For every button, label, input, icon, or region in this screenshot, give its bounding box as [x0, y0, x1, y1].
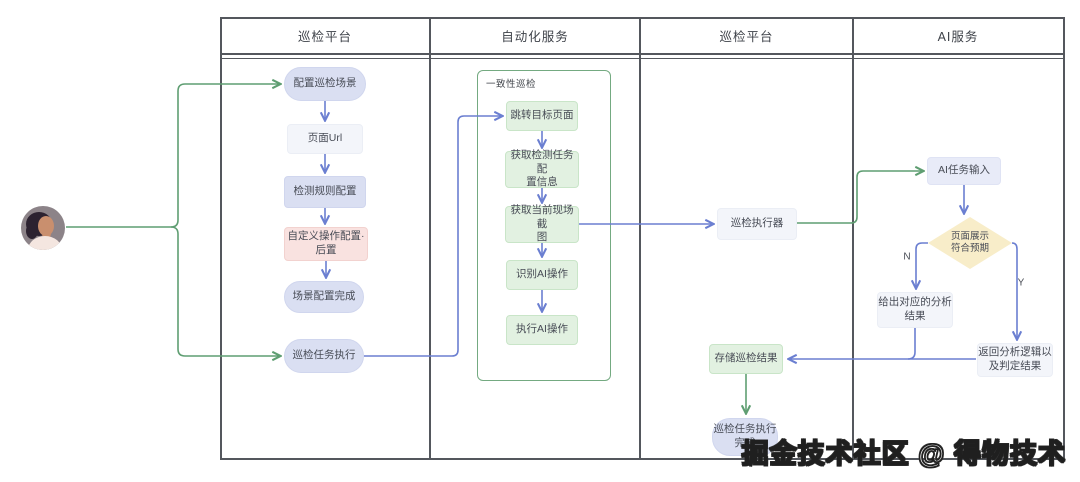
node-label: 后置 [315, 244, 337, 256]
table-border-bottom [220, 458, 1065, 460]
branch-label-n: N [903, 251, 911, 263]
consistency-group-label: 一致性巡检 [486, 79, 537, 90]
node-ai-input: AI任务输入 [927, 157, 1001, 185]
lane-header-1: 自动化服务 [501, 30, 569, 44]
edge-user-to-task-exec [170, 226, 280, 356]
edge-check-expect-to-analysis-result [916, 242, 928, 288]
lane-divider [639, 17, 641, 460]
edge-check-expect-to-return-logic [1012, 242, 1017, 339]
node-label: 图 [536, 231, 548, 244]
node-store-result: 存储巡检结果 [709, 344, 783, 374]
node-cfg-scene: 配置巡检场景 [284, 67, 366, 101]
node-label: 返回分析逻辑以 [978, 346, 1052, 359]
node-task-done: 巡检任务执行完成 [712, 418, 778, 456]
node-analysis-result: 给出对应的分析结果 [877, 292, 953, 328]
node-label: 巡检任务执行 [713, 423, 777, 436]
node-get-screenshot: 获取当前现场截图 [505, 204, 579, 244]
node-label: 场景配置完成 [292, 290, 356, 303]
lane-header-2: 巡检平台 [719, 30, 774, 44]
node-label: 配置巡检场景 [293, 77, 357, 90]
node-label: 获取检测任务配 [510, 149, 574, 175]
node-task-exec: 巡检任务执行 [284, 339, 364, 373]
table-border-right [1063, 17, 1065, 460]
branch-label-y: Y [1017, 277, 1025, 289]
table-border-left [220, 17, 222, 460]
node-label: 结果 [904, 310, 926, 322]
edge-analysis-result-to-merge [907, 328, 916, 360]
node-label: 检测规则配置 [293, 185, 357, 198]
user-avatar-icon [21, 206, 65, 250]
node-label: 巡检任务执行 [292, 349, 356, 362]
node-label: 置信息 [526, 176, 558, 189]
node-get-task-cfg: 获取检测任务配置信息 [505, 149, 579, 189]
node-exec-ai: 执行AI操作 [506, 315, 578, 345]
node-label: 巡检执行器 [730, 217, 784, 230]
node-label: 页面Url [307, 132, 343, 145]
table-border-top [220, 17, 1065, 19]
node-custom-op: 自定义操作配置·后置 [284, 227, 368, 261]
node-scene-done: 场景配置完成 [284, 281, 364, 313]
node-check-expect: 页面展示符合预期 [928, 217, 1012, 269]
edge-inspector-to-ai-input [797, 171, 923, 224]
node-label: 存储巡检结果 [714, 352, 778, 365]
node-label: 及判定结果 [988, 360, 1042, 372]
node-label: 识别AI操作 [516, 268, 568, 281]
node-jump-page: 跳转目标页面 [506, 101, 578, 131]
lane-divider [852, 17, 854, 460]
node-return-logic: 返回分析逻辑以及判定结果 [977, 343, 1053, 377]
header-separator [220, 57, 1065, 59]
node-recog-ai: 识别AI操作 [506, 260, 578, 290]
watermark: 掘金技术社区 @ 得物技术 [741, 438, 1066, 469]
node-rules-cfg: 检测规则配置 [284, 176, 366, 208]
node-label: 完成 [734, 437, 756, 449]
node-label: 给出对应的分析 [878, 296, 952, 309]
node-label: 执行AI操作 [516, 323, 568, 336]
lane-divider [429, 17, 431, 460]
lane-header-0: 巡检平台 [297, 30, 352, 44]
edge-user-to-cfg-scene [66, 84, 280, 228]
node-label: 自定义操作配置· [287, 230, 365, 243]
node-label: 符合预期 [950, 243, 989, 254]
node-label: 页面展示 [950, 230, 989, 242]
node-label: 跳转目标页面 [510, 109, 574, 122]
lane-header-3: AI服务 [937, 30, 979, 44]
node-label: AI任务输入 [938, 164, 990, 177]
node-page-url: 页面Url [287, 124, 363, 154]
node-label: 获取当前现场截 [510, 204, 574, 230]
node-inspector: 巡检执行器 [717, 208, 797, 240]
header-separator [220, 53, 1065, 55]
